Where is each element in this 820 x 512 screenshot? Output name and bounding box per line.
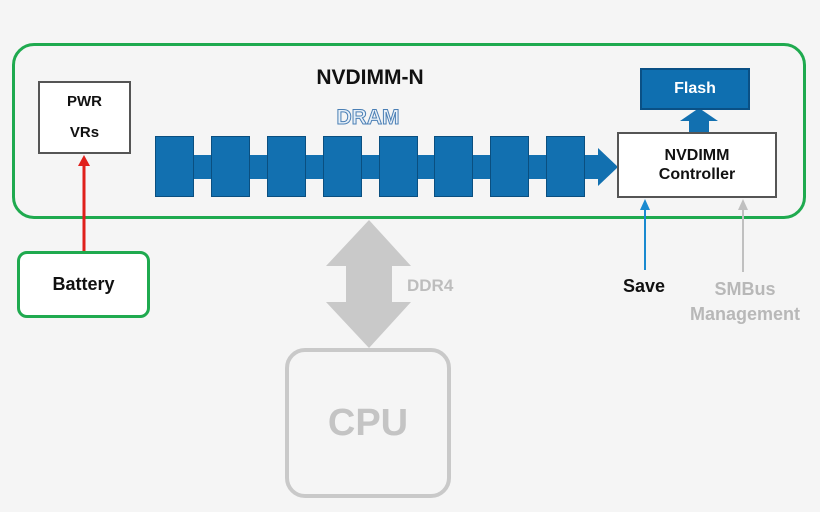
pwr-vrs-block: PWR VRs [38,81,131,154]
smbus-wire-arrowhead [738,199,748,210]
battery-wire-arrowhead [78,155,90,166]
flash-label: Flash [674,80,716,97]
flash-block: Flash [640,68,750,110]
controller-line2: Controller [658,166,736,183]
smbus-line1: SMBus [714,279,776,299]
ddr4-double-arrow [326,220,411,348]
dram-chip [490,136,529,197]
dram-label: DRAM [336,106,400,130]
dram-chip [379,136,418,197]
smbus-line2: Management [689,304,801,324]
dram-chip [211,136,250,197]
smbus-signal-label: SMBus Management [660,277,820,327]
nvdimm-controller-block: NVDIMM Controller [617,132,777,198]
save-wire-arrowhead [640,199,650,210]
dram-chip [267,136,306,197]
dram-bus-arrowhead [598,148,618,186]
dram-chip [323,136,362,197]
module-title: NVDIMM-N [316,66,424,89]
cpu-label: CPU [327,401,409,444]
dram-chip [546,136,585,197]
flash-arrow-head [680,108,718,121]
battery-block: Battery [17,251,150,318]
dram-chip [434,136,473,197]
flash-arrow-shaft [689,118,709,132]
battery-label: Battery [52,274,115,294]
dram-chip [155,136,194,197]
vrs-label: VRs [69,124,100,141]
pwr-label: PWR [67,93,102,110]
save-signal-label: Save [622,276,666,296]
cpu-block: CPU [285,348,451,498]
ddr4-bus-label: DDR4 [407,276,454,295]
controller-line1: NVDIMM [664,147,730,164]
